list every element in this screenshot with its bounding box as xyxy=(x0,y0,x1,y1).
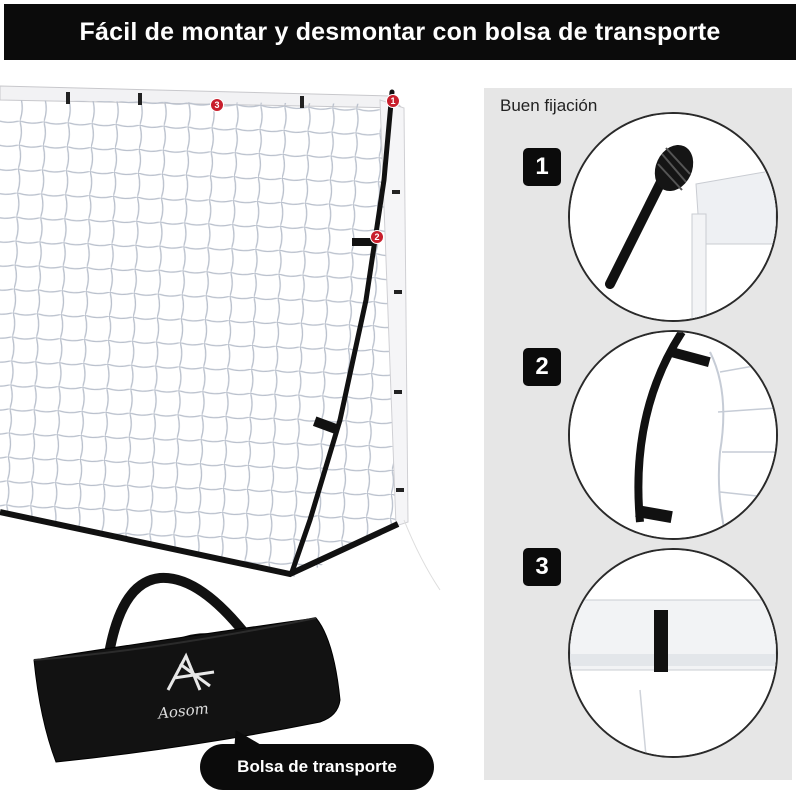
detail-circle-1 xyxy=(568,112,778,322)
step-badge-2: 2 xyxy=(523,348,561,386)
step-badge-1: 1 xyxy=(523,148,561,186)
bag-logo xyxy=(166,652,215,691)
support-bar xyxy=(289,89,395,575)
panel-title: Buen fijación xyxy=(500,96,598,115)
step-badge-3: 3 xyxy=(523,548,561,586)
goal-net xyxy=(0,100,398,578)
marker-3: 3 xyxy=(210,98,224,112)
detail-circle-2 xyxy=(568,330,778,540)
header: Fácil de montar y desmontar con bolsa de… xyxy=(0,0,800,66)
page-title: Fácil de montar y desmontar con bolsa de… xyxy=(4,4,796,60)
marker-2: 2 xyxy=(370,230,384,244)
bag-label: Bolsa de transporte xyxy=(200,744,434,790)
marker-1: 1 xyxy=(386,94,400,108)
detail-circle-3 xyxy=(568,548,778,758)
